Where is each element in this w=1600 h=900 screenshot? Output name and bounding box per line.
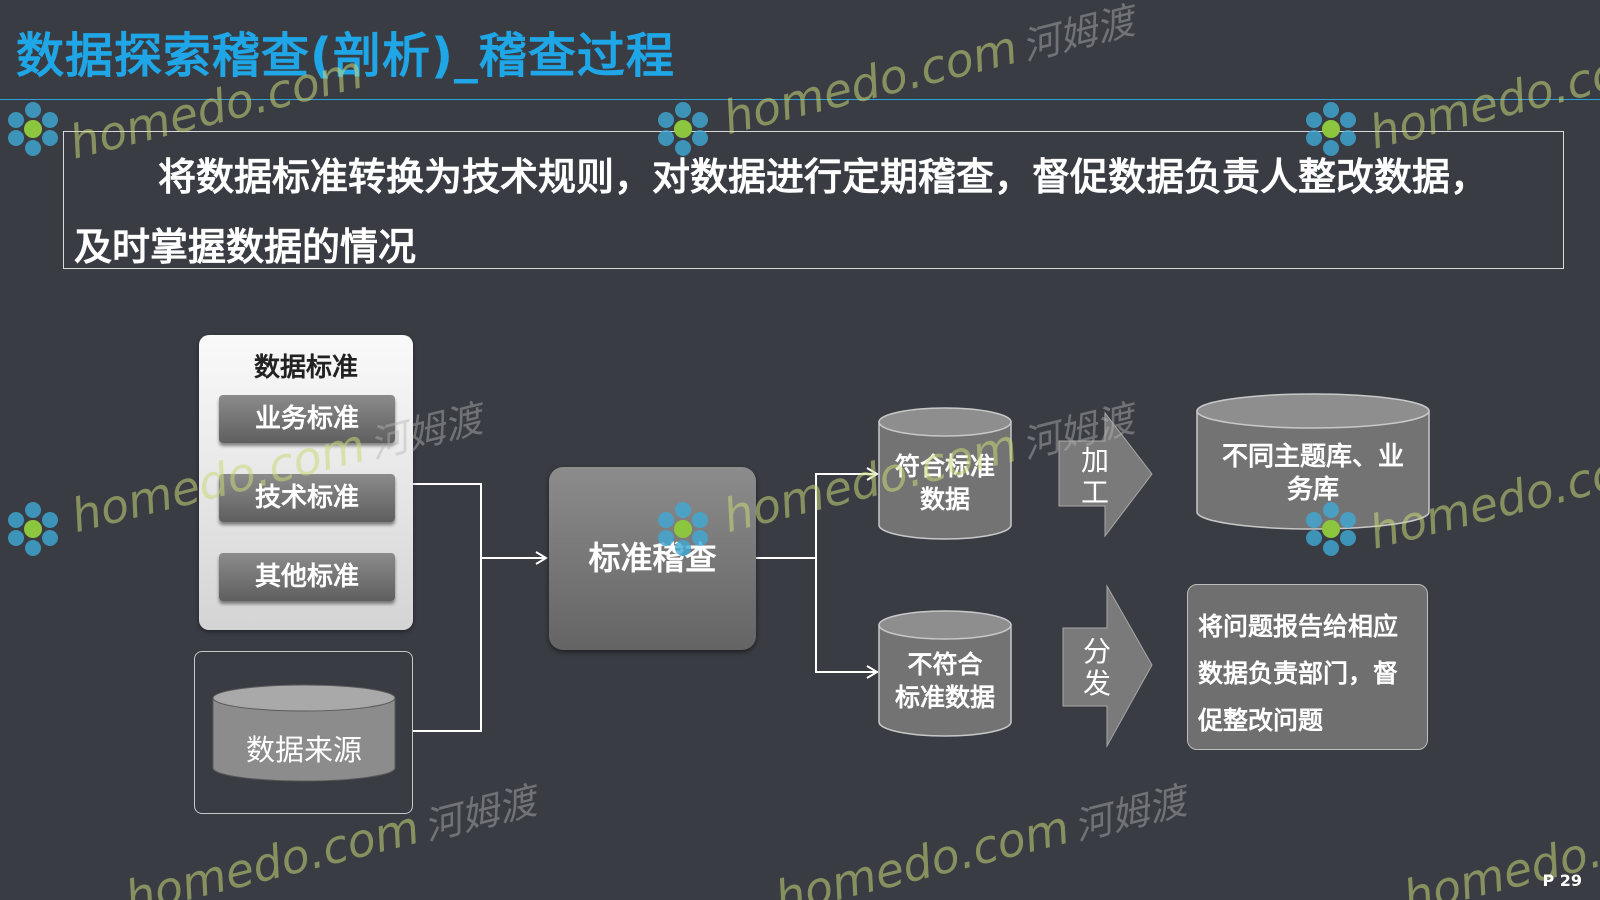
title-divider	[0, 99, 1600, 100]
description-line-2: 及时掌握数据的情况	[74, 225, 417, 269]
compliant-data-cylinder	[878, 407, 1012, 540]
business-db-label: 不同主题库、业 务库	[1197, 441, 1429, 507]
connector-standards	[413, 483, 482, 558]
notify-department-box: 将问题报告给相应 数据负责部门，督 促整改问题	[1187, 584, 1428, 750]
notify-line-3: 促整改问题	[1198, 706, 1324, 735]
description-line-1: 将数据标准转换为技术规则，对数据进行定期稽查，督促数据负责人整改数据，	[158, 155, 1489, 199]
technical-standard-item: 技术标准	[219, 474, 395, 522]
business-db-cylinder	[1196, 393, 1430, 530]
business-db-line-2: 务库	[1286, 475, 1339, 505]
page-number: P 29	[1542, 871, 1582, 890]
process-arrow-char-2: 工	[1080, 476, 1109, 509]
process-arrow-char-1: 加	[1080, 444, 1109, 477]
distribute-arrow-char-2: 发	[1082, 667, 1111, 700]
distribute-arrow-label: 分 发	[1077, 636, 1117, 700]
noncompliant-data-line-2: 标准数据	[894, 683, 995, 712]
business-db-line-1: 不同主题库、业	[1221, 442, 1404, 472]
slide-title: 数据探索稽查(剖析)_稽查过程	[16, 28, 675, 84]
data-source-cylinder	[212, 684, 396, 782]
compliant-data-label: 符合标准 数据	[879, 450, 1011, 516]
connector-source	[413, 558, 482, 732]
compliant-data-line-2: 数据	[919, 485, 970, 514]
arrowhead-compliant	[866, 467, 879, 481]
data-source-label: 数据来源	[245, 733, 362, 767]
business-standard-item: 业务标准	[219, 395, 395, 443]
notify-line-2: 数据负责部门，督	[1198, 659, 1399, 688]
noncompliant-data-label: 不符合 标准数据	[879, 648, 1011, 714]
notify-line-1: 将问题报告给相应	[1198, 612, 1399, 641]
noncompliant-data-line-1: 不符合	[907, 650, 983, 679]
data-source-frame	[194, 651, 413, 814]
arrowhead-center	[535, 551, 548, 565]
other-standard-item: 其他标准	[219, 553, 395, 601]
arrowhead-noncompliant	[866, 665, 879, 679]
compliant-data-line-1: 符合标准	[894, 452, 995, 481]
distribute-arrow-char-1: 分	[1082, 635, 1111, 668]
description-box: 将数据标准转换为技术规则，对数据进行定期稽查，督促数据负责人整改数据， 及时掌握…	[63, 131, 1564, 269]
process-arrow-label: 加 工	[1075, 445, 1115, 509]
noncompliant-data-cylinder	[878, 610, 1012, 737]
process-arrow	[1058, 411, 1153, 538]
distribute-arrow	[1062, 584, 1153, 748]
data-standards-title: 数据标准	[253, 353, 358, 383]
connector-branch	[815, 473, 877, 673]
standard-audit-box: 标准稽查	[549, 467, 756, 650]
data-standards-panel: 数据标准 业务标准 技术标准 其他标准	[199, 335, 413, 630]
